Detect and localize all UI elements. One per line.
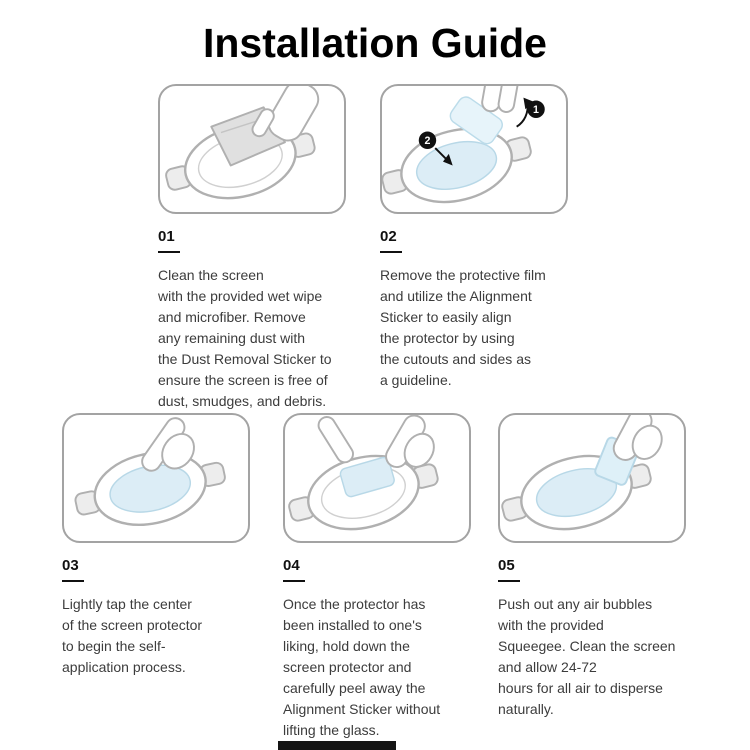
curved-arrow-head [523,97,534,110]
step2-align-protector-illustration: 1 2 [382,86,545,204]
step-number: 02 [380,228,397,245]
step-number: 03 [62,557,79,574]
step-3: 03 Lightly tap the center of the screen … [62,413,262,678]
page-title: Installation Guide [203,20,547,66]
step5-squeegee-illustration [501,415,663,531]
straight-arrow [434,147,448,161]
holding-finger [317,416,354,464]
tapping-finger [141,417,195,472]
step3-tap-center-illustration [74,417,226,526]
step3-illustration-box [62,413,250,543]
step-number-underline [283,580,305,582]
step1-clean-screen-illustration [165,86,320,200]
badge-1-label: 1 [533,104,539,116]
bottom-crop-bar [278,741,396,750]
protective-film [415,140,498,190]
step-text: Lightly tap the center of the screen pro… [62,596,203,675]
straight-arrow-head [442,153,453,166]
step-badge-1 [527,100,545,118]
step-4: 04 Once the protector has been installed… [283,413,483,741]
step5-illustration-box [498,413,686,543]
step-text: Clean the screen with the provided wet w… [158,267,332,409]
hand [251,86,320,142]
step-badge-2 [418,131,437,149]
step-1: 01 Clean the screen with the provided we… [158,84,358,412]
step-text: Remove the protective film and utilize t… [380,267,546,388]
step2-illustration-box: 1 2 [380,84,568,214]
alignment-sticker [339,456,395,498]
step1-illustration-box [158,84,346,214]
step-number: 01 [158,228,175,245]
step-number: 05 [498,557,515,574]
step-number-underline [380,251,402,253]
peeling-hand [385,415,435,469]
step-number-underline [498,580,520,582]
step-number-underline [62,580,84,582]
badge-2-label: 2 [425,135,431,147]
step-2: 1 2 02 Remove the protective film and ut… [380,84,580,391]
step4-illustration-box [283,413,471,543]
step-text: Once the protector has been installed to… [283,596,441,738]
watch-device [74,451,226,526]
step-number: 04 [283,557,300,574]
step-5: 05 Push out any air bubbles with the pro… [498,413,698,720]
watch-device [382,127,532,204]
pinching-hand [481,86,519,113]
step4-peel-sticker-illustration [288,415,439,531]
hand [612,415,663,461]
step-text: Push out any air bubbles with the provid… [498,596,676,717]
step-number-underline [158,251,180,253]
